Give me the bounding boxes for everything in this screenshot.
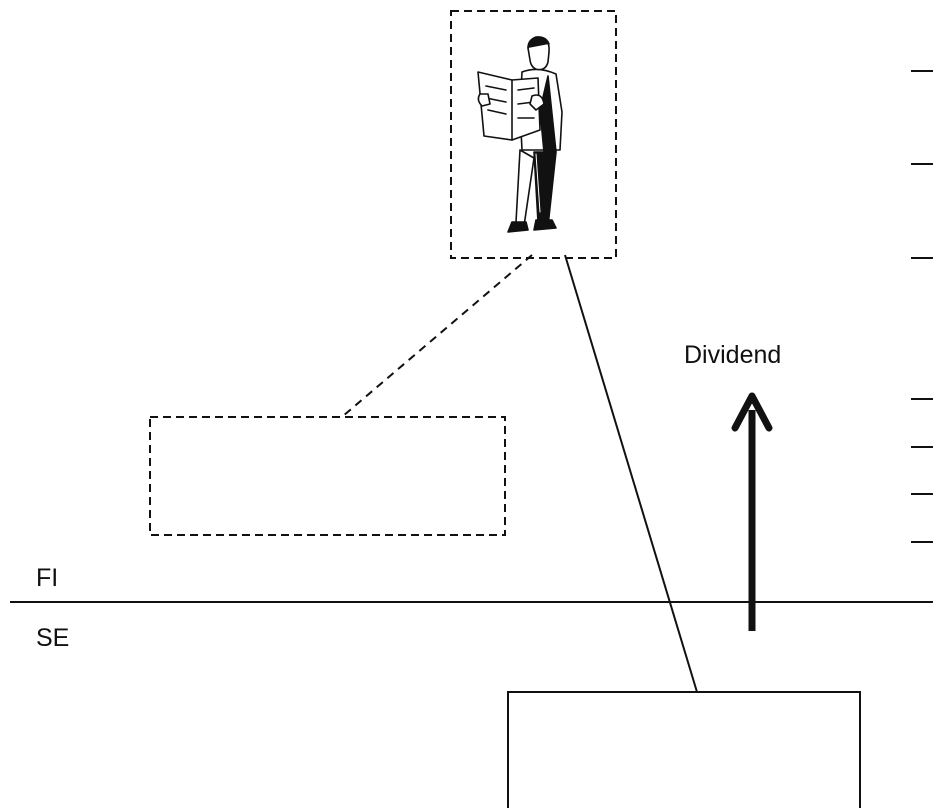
solid-connector <box>564 254 698 693</box>
man-reading-newspaper-icon <box>477 36 563 233</box>
region-label-fi: FI <box>36 564 59 592</box>
solid-box <box>507 691 861 808</box>
dashed-box <box>149 416 506 536</box>
dividend-label: Dividend <box>684 341 782 369</box>
right-edge-ticks <box>911 70 933 543</box>
person-frame <box>450 10 617 259</box>
dividend-arrow <box>731 392 773 631</box>
dashed-connector <box>342 254 533 417</box>
region-label-se: SE <box>36 624 70 652</box>
